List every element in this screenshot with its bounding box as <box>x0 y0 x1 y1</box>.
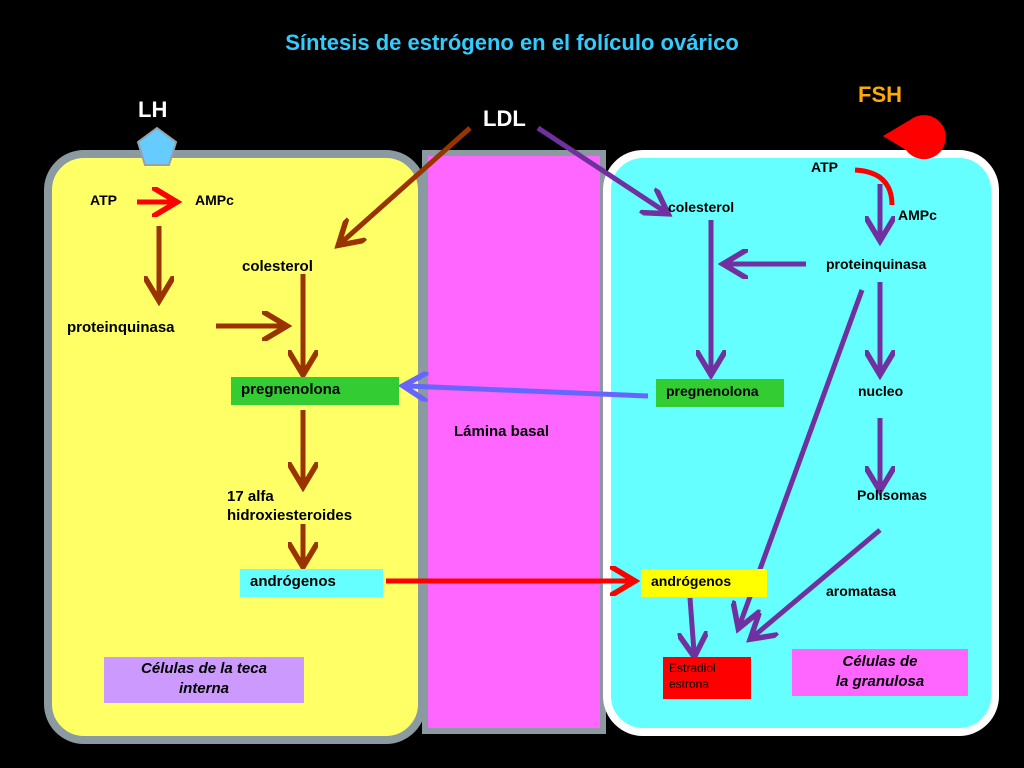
fsh-label: FSH <box>858 82 902 107</box>
granulosa-aromatasa-label: aromatasa <box>826 583 897 599</box>
granulosa-proteinquinasa-label: proteinquinasa <box>826 256 927 272</box>
teca-ampc-label: AMPc <box>195 192 234 208</box>
teca-cell-label: Células de la teca interna <box>104 657 304 703</box>
teca-cell-label-line2: interna <box>178 680 229 697</box>
page-title: Síntesis de estrógeno en el folículo ová… <box>285 30 739 55</box>
androgenos-to-estradiol-arrow <box>690 597 694 652</box>
ldl-to-granulosa-arrow <box>536 125 664 211</box>
pregnenolona-back-arrow <box>408 386 649 396</box>
granulosa-nucleo-label: nucleo <box>858 383 904 399</box>
teca-hidroxi-line2: hidroxiesteroides <box>227 507 353 524</box>
proteinquinasa-diagonal-arrow <box>740 289 865 624</box>
granulosa-atp-label: ATP <box>811 159 838 175</box>
estrona-label: estrona <box>669 677 710 691</box>
lamina-basal-label: Lámina basal <box>454 423 550 440</box>
fsh-atp-arc <box>854 167 895 206</box>
granulosa-colesterol-label: colesterol <box>668 199 735 215</box>
teca-pregnenolona-box: pregnenolona <box>231 377 399 405</box>
granulosa-ampc-label: AMPc <box>898 207 937 223</box>
granulosa-cell <box>603 150 999 736</box>
teca-androgenos-box: andrógenos <box>240 569 383 597</box>
lh-receptor-icon <box>136 126 178 166</box>
granulosa-androgenos-box: andrógenos <box>641 569 767 597</box>
teca-colesterol-label: colesterol <box>242 258 313 275</box>
granulosa-cell-label-line1: Células de <box>842 653 918 670</box>
granulosa-polisomas-label: Polisomas <box>857 487 928 503</box>
ldl-label: LDL <box>483 106 526 131</box>
lh-label: LH <box>138 97 168 122</box>
teca-hidroxi-label: 17 alfa hidroxiesteroides <box>227 487 352 525</box>
teca-atp-label: ATP <box>90 192 117 208</box>
ldl-to-teca-arrow <box>342 126 472 242</box>
teca-proteinquinasa-label: proteinquinasa <box>67 319 175 336</box>
estradiol-estrona-box: Estradiol estrona <box>663 657 751 699</box>
granulosa-cell-label: Células de la granulosa <box>792 649 968 696</box>
estradiol-label: Estradiol <box>669 661 716 675</box>
granulosa-cell-label-line2: la granulosa <box>835 673 925 690</box>
teca-hidroxi-line1: 17 alfa <box>227 488 274 505</box>
lamina-basal-band <box>422 150 606 734</box>
granulosa-pregnenolona-box: pregnenolona <box>656 379 784 407</box>
fsh-receptor-icon <box>883 115 946 160</box>
teca-cell <box>44 150 426 744</box>
polisomas-to-estradiol-arrow <box>754 528 882 636</box>
teca-cell-label-line1: Células de la teca <box>141 660 267 677</box>
